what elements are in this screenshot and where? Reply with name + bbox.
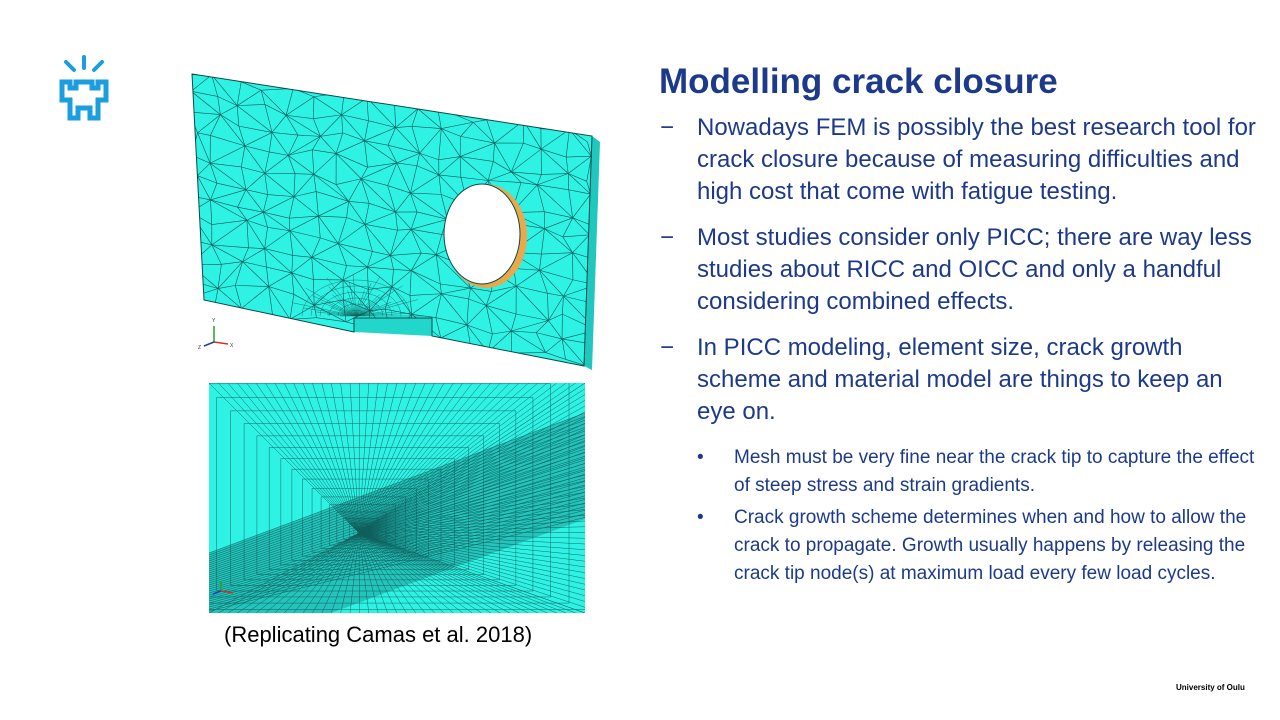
axis-triad-small [212, 581, 234, 595]
sub-bullet-marker: • [697, 447, 704, 468]
bullet-text: In PICC modeling, element size, crack gr… [697, 334, 1223, 425]
figure-caption: (Replicating Camas et al. 2018) [224, 622, 533, 647]
bullet-text: Nowadays FEM is possibly the best resear… [697, 114, 1256, 205]
svg-text:Y: Y [212, 318, 216, 324]
svg-text:X: X [230, 343, 234, 349]
sub-bullet-text: Mesh must be very fine near the crack ti… [734, 447, 1255, 496]
bullet-text: Most studies consider only PICC; there a… [697, 224, 1252, 315]
sub-bullet-list: • Mesh must be very fine near the crack … [660, 444, 1260, 588]
sub-bullet-marker: • [697, 507, 704, 528]
university-logo [59, 55, 109, 121]
footer-university-name: University of Oulu [1176, 683, 1245, 692]
fem-crack-tip-mesh-closeup [209, 383, 585, 613]
sub-bullet-item: • Crack growth scheme determines when an… [660, 504, 1260, 588]
bullet-marker: − [660, 114, 675, 141]
fem-plate-mesh: Y X Z [191, 73, 600, 370]
axis-triad: Y X Z [198, 318, 234, 351]
svg-text:Z: Z [198, 345, 201, 351]
bullet-item: − In PICC modeling, element size, crack … [660, 332, 1260, 428]
sub-bullet-text: Crack growth scheme determines when and … [734, 507, 1247, 584]
bullet-marker: − [660, 334, 675, 361]
bullet-item: − Most studies consider only PICC; there… [660, 222, 1260, 318]
bullet-list: − Nowadays FEM is possibly the best rese… [660, 112, 1260, 592]
slide-title: Modelling crack closure [659, 62, 1058, 101]
sub-bullet-item: • Mesh must be very fine near the crack … [660, 444, 1260, 500]
bullet-marker: − [660, 224, 675, 251]
bullet-item: − Nowadays FEM is possibly the best rese… [660, 112, 1260, 208]
